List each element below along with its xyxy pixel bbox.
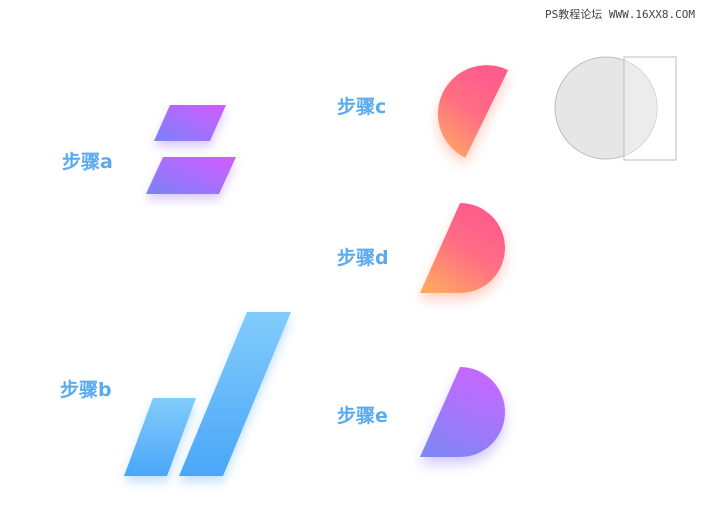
step-e-half-disc	[420, 367, 505, 457]
step-b-label: 步骤b	[60, 379, 112, 401]
step-d-shape	[420, 203, 505, 293]
step-d-label: 步骤d	[337, 247, 389, 269]
step-c-label: 步骤c	[337, 96, 387, 118]
step-a-shapes	[146, 105, 236, 194]
step-a-label: 步骤a	[62, 151, 113, 173]
step-a-bottom-parallelogram	[146, 157, 236, 194]
step-b-shapes	[124, 312, 291, 476]
step-a-top-parallelogram	[154, 105, 226, 141]
step-c-shape	[437, 65, 509, 158]
step-e-shape	[420, 367, 505, 457]
step-c-guide	[554, 56, 677, 161]
step-b-short-bar	[124, 398, 196, 476]
watermark-text: PS教程论坛 WWW.16XX8.COM	[545, 8, 695, 21]
step-e-label: 步骤e	[337, 405, 388, 427]
step-c-cut-circle	[437, 65, 509, 158]
guide-circle-overlap	[624, 60, 657, 156]
guide-rectangle	[623, 56, 677, 161]
step-b-tall-bar	[179, 312, 291, 476]
step-d-half-disc	[420, 203, 505, 293]
